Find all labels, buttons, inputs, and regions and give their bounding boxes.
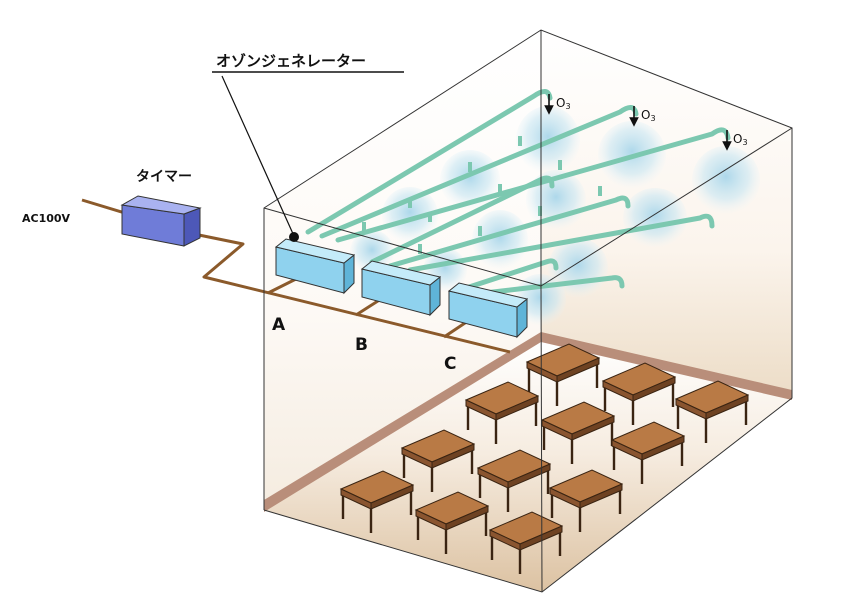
ozone-pipe (457, 258, 559, 293)
generator-b-label: B (355, 335, 368, 355)
baseboard-back (541, 332, 792, 400)
ozone-generator-a (274, 238, 356, 295)
ozone-outlet-arrows: O3 O3 O3 (544, 94, 748, 151)
desk-9 (548, 469, 624, 532)
mist-cloud (382, 187, 438, 243)
ozone-generator-c (447, 282, 529, 339)
ozone-pipe (407, 213, 715, 273)
ozone-generator-b (360, 260, 442, 317)
desk-12 (488, 511, 564, 574)
mist-cloud (692, 146, 760, 214)
ozone-label-3: O3 (733, 132, 748, 147)
baseboard-left (264, 332, 541, 512)
generator-label: オゾンジェネレーター (216, 52, 366, 70)
power-cable (81, 198, 511, 354)
generator-a-label: A (272, 315, 286, 335)
ozone-label-1: O3 (556, 96, 571, 111)
desk-7 (400, 429, 476, 492)
cable-ac-input (81, 198, 129, 216)
ozone-outlet-2: O3 (629, 106, 656, 127)
desk-6 (610, 421, 686, 484)
desk-10 (339, 470, 415, 533)
timer-label: タイマー (136, 169, 192, 185)
desk-8 (476, 449, 552, 512)
mist-cloud (440, 150, 500, 210)
ozone-pipe (369, 175, 555, 265)
generator-c-label: C (444, 354, 456, 374)
ozone-generators (274, 238, 529, 339)
generator-leader (212, 71, 404, 242)
desk-11 (414, 491, 490, 554)
ozone-outlet-1: O3 (544, 94, 571, 115)
room-frame (263, 29, 793, 593)
power-label: AC100V (22, 212, 71, 225)
desk-4 (464, 381, 540, 444)
mist-cloud (623, 188, 687, 248)
timer-box (120, 195, 202, 247)
ozone-outlet-3: O3 (722, 130, 748, 151)
ozone-label-2: O3 (641, 108, 656, 123)
desk-2 (601, 362, 677, 425)
desks (339, 343, 750, 574)
ozone-pipe (387, 195, 631, 269)
desk-5 (540, 401, 616, 464)
ozone-pipe (319, 105, 639, 239)
desk-3 (674, 380, 750, 443)
desk-1 (525, 343, 601, 406)
ozone-pipe (473, 275, 625, 297)
